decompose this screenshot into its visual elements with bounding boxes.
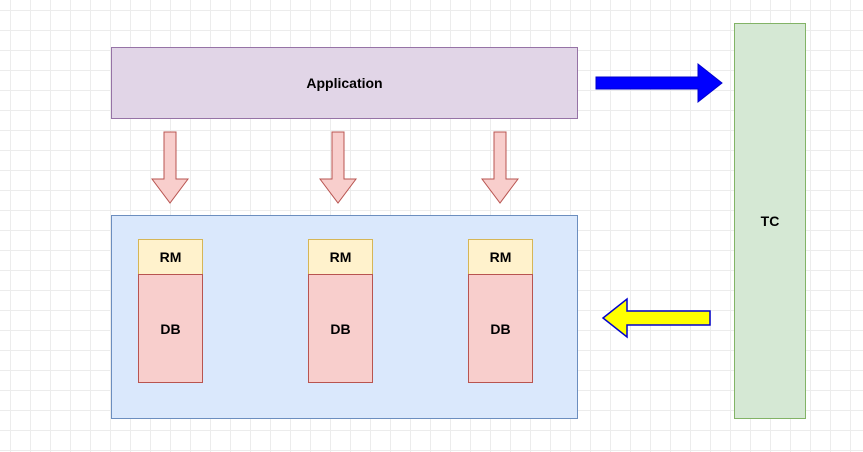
db-label: DB bbox=[490, 320, 511, 337]
rm-label: RM bbox=[329, 249, 352, 265]
db-box: DB bbox=[138, 274, 203, 383]
tc-label: TC bbox=[760, 213, 780, 229]
rm-label: RM bbox=[159, 249, 182, 265]
db-box: DB bbox=[468, 274, 533, 383]
down-arrow bbox=[151, 131, 189, 204]
request-arrow bbox=[595, 62, 723, 104]
db-box: DB bbox=[308, 274, 373, 383]
db-label: DB bbox=[330, 320, 351, 337]
rm-box: RM bbox=[468, 239, 533, 275]
application-label: Application bbox=[306, 75, 383, 91]
db-label: DB bbox=[160, 320, 181, 337]
down-arrow bbox=[481, 131, 519, 204]
application-box: Application bbox=[111, 47, 578, 119]
down-arrow bbox=[319, 131, 357, 204]
tc-box: TC bbox=[734, 23, 806, 419]
rm-label: RM bbox=[489, 249, 512, 265]
response-arrow bbox=[601, 297, 711, 339]
rm-box: RM bbox=[138, 239, 203, 275]
